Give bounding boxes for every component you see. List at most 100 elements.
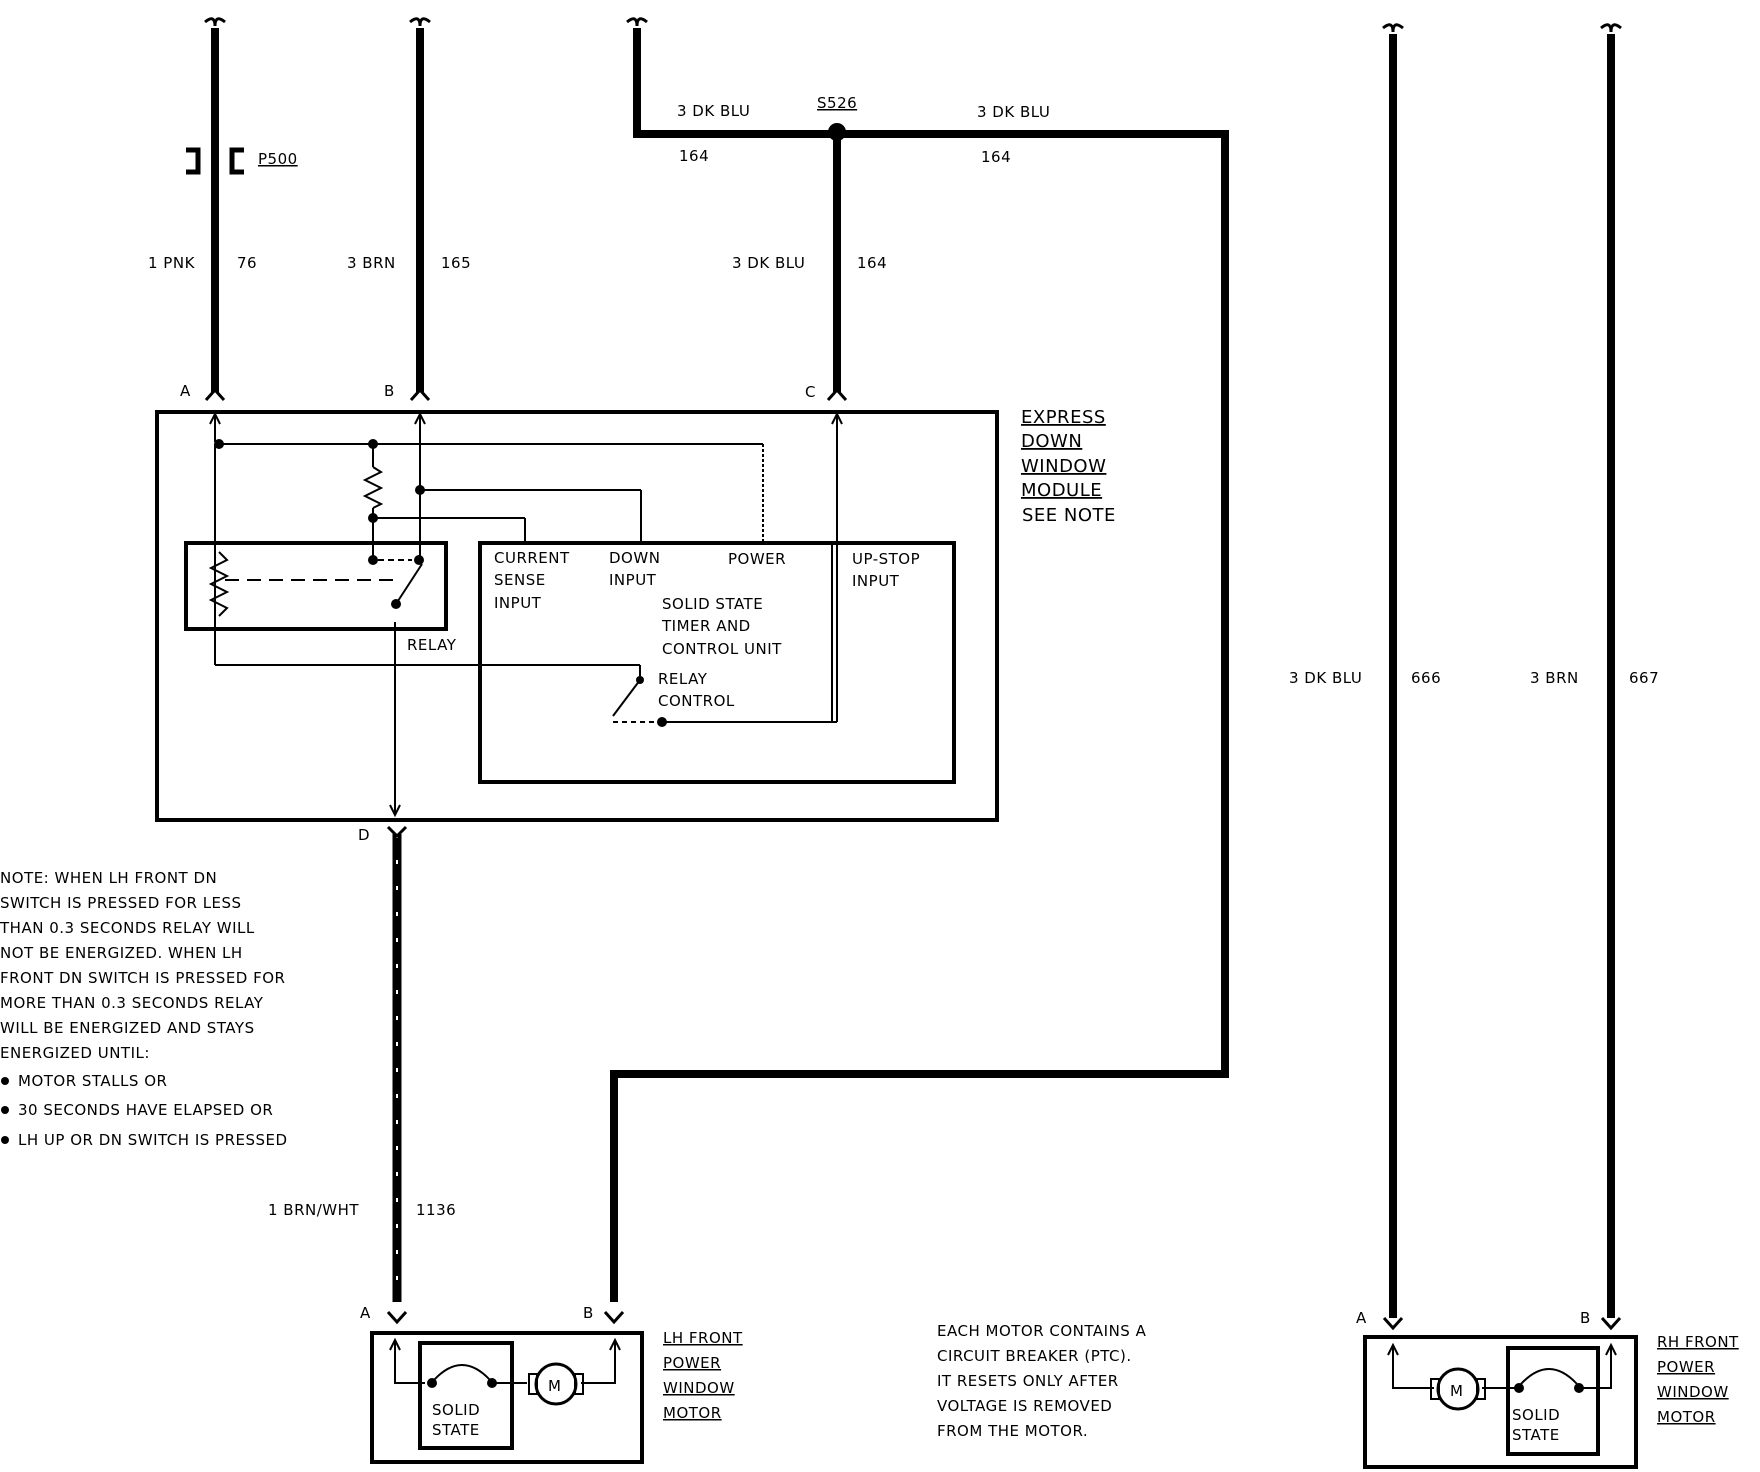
upstop-input-line1: UP-STOP [852, 550, 920, 568]
bullet-icon [1, 1077, 9, 1085]
svg-text:A: A [180, 382, 191, 400]
svg-text:THAN 0.3 SECONDS RELAY WILL: THAN 0.3 SECONDS RELAY WILL [0, 919, 255, 937]
wire-667 [1600, 23, 1622, 1318]
relay: RELAY [184, 541, 457, 654]
svg-text:CIRCUIT BREAKER (PTC).: CIRCUIT BREAKER (PTC). [937, 1347, 1132, 1365]
svg-text:WINDOW: WINDOW [663, 1379, 735, 1397]
svg-text:IT RESETS ONLY AFTER: IT RESETS ONLY AFTER [937, 1372, 1119, 1390]
splice-label: S526 [817, 94, 857, 112]
down-input-line2: INPUT [609, 571, 657, 589]
svg-text:MODULE: MODULE [1021, 480, 1102, 501]
svg-text:ENERGIZED UNTIL:: ENERGIZED UNTIL: [0, 1044, 150, 1062]
svg-text:NOT BE ENERGIZED. WHEN LH: NOT BE ENERGIZED. WHEN LH [0, 944, 243, 962]
module-name: EXPRESS DOWN WINDOW MODULE SEE NOTE [1021, 407, 1116, 526]
wire-164-left-color: 3 DK BLU [677, 102, 750, 120]
svg-text:MOTOR: MOTOR [663, 1404, 722, 1422]
operating-note: NOTE: WHEN LH FRONT DN SWITCH IS PRESSED… [0, 869, 288, 1149]
svg-text:STATE: STATE [432, 1421, 480, 1439]
wire-667-number: 667 [1629, 669, 1659, 687]
bullet-icon [1, 1106, 9, 1114]
svg-text:WINDOW: WINDOW [1657, 1383, 1729, 1401]
svg-text:STATE: STATE [1512, 1426, 1560, 1444]
rh-front-power-window-motor: A B M SOLID STATE RH FRONT POWER WINDOW … [1356, 1309, 1739, 1469]
splice-dot [828, 123, 846, 141]
rh-motor-icon: M [1430, 1367, 1486, 1411]
wire-1136-number: 1136 [416, 1201, 456, 1219]
lh-front-power-window-motor: A B SOLID STATE M LH FRONT POWER WINDOW … [360, 1304, 743, 1464]
wire-164-right-color: 3 DK BLU [977, 103, 1050, 121]
svg-text:30 SECONDS HAVE ELAPSED OR: 30 SECONDS HAVE ELAPSED OR [18, 1101, 273, 1119]
wire-666-number: 666 [1411, 669, 1441, 687]
svg-text:LH FRONT: LH FRONT [663, 1329, 743, 1347]
lh-pin-a: A [360, 1304, 371, 1322]
power-label: POWER [728, 550, 786, 568]
connector-label: P500 [258, 150, 298, 168]
svg-text:MOTOR STALLS OR: MOTOR STALLS OR [18, 1072, 167, 1090]
svg-text:FROM THE MOTOR.: FROM THE MOTOR. [937, 1422, 1088, 1440]
wire-165 [409, 17, 431, 392]
wire-667-color: 3 BRN [1530, 669, 1579, 687]
svg-text:SOLID: SOLID [432, 1401, 480, 1419]
wire-76-color: 1 PNK [148, 254, 196, 272]
svg-text:SOLID: SOLID [1512, 1406, 1560, 1424]
see-note-label: SEE NOTE [1022, 505, 1116, 526]
express-down-window-module: A B C D [155, 382, 1116, 844]
svg-text:M: M [1450, 1382, 1463, 1400]
wire-666-color: 3 DK BLU [1289, 669, 1362, 687]
svg-text:MOTOR: MOTOR [1657, 1408, 1716, 1426]
circuit-breaker-note: EACH MOTOR CONTAINS A CIRCUIT BREAKER (P… [937, 1322, 1147, 1440]
svg-text:FRONT DN SWITCH IS PRESSED FOR: FRONT DN SWITCH IS PRESSED FOR [0, 969, 285, 987]
svg-text:M: M [548, 1377, 561, 1395]
timer-unit-line1: SOLID STATE [662, 595, 763, 613]
relay-control-line2: CONTROL [658, 692, 735, 710]
rh-solid-state-box [1506, 1346, 1600, 1456]
down-input-line1: DOWN [609, 549, 660, 567]
relay-control-line1: RELAY [658, 670, 708, 688]
svg-text:SWITCH IS PRESSED FOR LESS: SWITCH IS PRESSED FOR LESS [0, 894, 242, 912]
timer-unit-line3: CONTROL UNIT [662, 640, 782, 658]
relay-label: RELAY [407, 636, 457, 654]
svg-text:NOTE: WHEN LH FRONT DN: NOTE: WHEN LH FRONT DN [0, 869, 217, 887]
svg-text:POWER: POWER [663, 1354, 721, 1372]
wire-164-vert-color: 3 DK BLU [732, 254, 805, 272]
svg-text:DOWN: DOWN [1021, 431, 1082, 452]
current-sense-input-line3: INPUT [494, 594, 542, 612]
wire-164-vert-number: 164 [857, 254, 887, 272]
wire-164-right-number: 164 [981, 148, 1011, 166]
svg-text:RH FRONT: RH FRONT [1657, 1333, 1739, 1351]
svg-text:VOLTAGE IS REMOVED: VOLTAGE IS REMOVED [937, 1397, 1112, 1415]
svg-text:WILL BE ENERGIZED AND STAYS: WILL BE ENERGIZED AND STAYS [0, 1019, 255, 1037]
pin-c: C [805, 383, 848, 402]
svg-text:WINDOW: WINDOW [1021, 456, 1106, 477]
pin-b: B [384, 382, 431, 402]
svg-text:LH UP OR DN SWITCH IS PRESSED: LH UP OR DN SWITCH IS PRESSED [18, 1131, 288, 1149]
rh-pin-b: B [1580, 1309, 1591, 1327]
wire-164-left-number: 164 [679, 147, 709, 165]
svg-text:B: B [384, 382, 395, 400]
solid-state-timer-control-unit: CURRENT SENSE INPUT DOWN INPUT POWER UP-… [478, 541, 956, 784]
timer-unit-line2: TIMER AND [661, 617, 751, 635]
svg-text:EACH MOTOR CONTAINS A: EACH MOTOR CONTAINS A [937, 1322, 1147, 1340]
pin-d: D [358, 825, 408, 844]
rh-pin-a: A [1356, 1309, 1367, 1327]
svg-text:C: C [805, 383, 816, 401]
svg-text:D: D [358, 826, 370, 844]
bullet-icon [1, 1136, 9, 1144]
current-sense-input-line1: CURRENT [494, 549, 570, 567]
svg-text:EXPRESS: EXPRESS [1021, 407, 1106, 428]
lh-pin-b: B [583, 1304, 594, 1322]
wire-666 [1382, 23, 1404, 1318]
wire-76 [204, 17, 226, 392]
upstop-input-line2: INPUT [852, 572, 900, 590]
svg-text:POWER: POWER [1657, 1358, 1715, 1376]
wire-76-number: 76 [237, 254, 257, 272]
lh-solid-state-box [418, 1341, 514, 1450]
wire-1136-color: 1 BRN/WHT [268, 1201, 359, 1219]
current-sense-input-line2: SENSE [494, 571, 546, 589]
wire-165-number: 165 [441, 254, 471, 272]
wire-165-color: 3 BRN [347, 254, 396, 272]
svg-text:MORE THAN 0.3 SECONDS RELAY: MORE THAN 0.3 SECONDS RELAY [0, 994, 264, 1012]
lh-motor-icon: M [528, 1362, 584, 1406]
connector-p500: P500 [186, 147, 298, 175]
